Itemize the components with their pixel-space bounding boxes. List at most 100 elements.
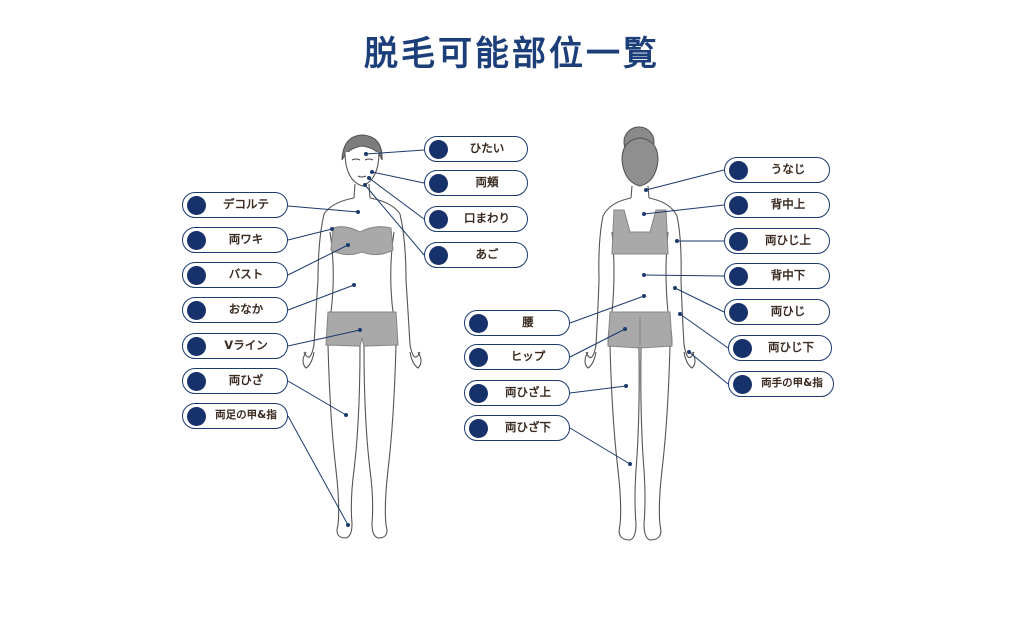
point-ryoute (687, 350, 691, 354)
label-dot (733, 374, 752, 394)
label-dot (469, 383, 488, 403)
label-dot (429, 209, 448, 229)
label-text: 両足の甲&指 (215, 409, 277, 421)
label-hippu: ヒップ (464, 344, 570, 370)
label-dot (187, 265, 206, 285)
label-text: 両ワキ (228, 232, 264, 246)
point-onaka (352, 283, 356, 287)
label-kuchimawari: 口まわり (424, 206, 528, 232)
point-hitai (364, 152, 368, 156)
leader-hippu (569, 328, 626, 358)
label-text: Vライン (224, 338, 268, 352)
label-koshi: 腰 (464, 310, 570, 336)
leader-ago (364, 184, 425, 256)
leader-ryouhizaue (569, 385, 627, 394)
point-ryouhiza (344, 413, 348, 417)
point-ryouhijishita (678, 312, 682, 316)
leader-ryouwaki (287, 228, 333, 241)
label-ryouhizashita: 両ひざ下 (464, 415, 570, 441)
label-text: 腰 (522, 315, 534, 329)
label-dot (469, 313, 488, 333)
label-text: 背中上 (770, 197, 806, 211)
label-text: 両ひざ上 (505, 385, 551, 399)
point-ryouhizaue (624, 384, 628, 388)
label-text: バスト (228, 267, 264, 281)
point-hippu (623, 327, 627, 331)
page-title: 脱毛可能部位一覧 (364, 34, 660, 74)
label-text: 両手の甲&指 (761, 377, 823, 389)
label-ago: あご (424, 242, 528, 268)
front-figure (302, 134, 422, 539)
leader-ryoute (688, 351, 729, 385)
label-hitai: ひたい (424, 136, 528, 162)
leader-senakashita (643, 274, 725, 277)
label-ryouhiza: 両ひざ (182, 368, 288, 394)
leader-hitai (365, 149, 425, 155)
label-ryouwaki: 両ワキ (182, 227, 288, 253)
label-text: 両ひじ下 (768, 340, 814, 354)
label-ryouashi: 両足の甲&指 (182, 403, 288, 429)
label-dot (729, 195, 748, 215)
leader-ryouhiji (674, 287, 725, 313)
leader-ryouhiza (287, 380, 347, 416)
label-text: 背中下 (770, 268, 806, 282)
label-senakashita: 背中下 (724, 263, 830, 289)
label-onaka: おなか (182, 297, 288, 323)
leader-onaka (287, 284, 355, 311)
label-text: 両ひじ上 (765, 233, 811, 247)
label-basuto: バスト (182, 262, 288, 288)
label-ryouhijiue: 両ひじ上 (724, 228, 830, 254)
point-vline (358, 328, 362, 332)
label-vline: Vライン (182, 333, 288, 359)
point-koshi (642, 294, 646, 298)
label-dot (187, 406, 206, 426)
label-text: おなか (228, 302, 264, 316)
point-ryouhoho (370, 170, 374, 174)
label-unaji: うなじ (724, 157, 830, 183)
label-dot (469, 418, 488, 438)
label-dot (187, 300, 206, 320)
leader-kuchimawari (368, 177, 425, 220)
leader-ryouhoho (371, 171, 425, 184)
label-dot (429, 139, 448, 159)
point-dekorute (356, 210, 360, 214)
leader-koshi (569, 295, 645, 324)
label-ryouhiji: 両ひじ (724, 299, 830, 325)
leader-ryouhizashita (569, 427, 631, 465)
label-dot (187, 195, 206, 215)
label-text: 両ひざ下 (505, 420, 551, 434)
point-ryouhizashita (628, 462, 632, 466)
label-text: 両頬 (475, 175, 499, 189)
leader-ryouhijishita (679, 313, 729, 349)
label-dot (429, 245, 448, 265)
label-ryoute: 両手の甲&指 (728, 371, 834, 397)
leader-basuto (287, 244, 349, 276)
label-text: 両ひじ (770, 304, 806, 318)
label-ryouhoho: 両頬 (424, 170, 528, 196)
label-text: 両ひざ (228, 373, 264, 387)
point-kuchimawari (367, 176, 371, 180)
leader-senakaue (643, 204, 725, 215)
point-ryouhiji (673, 286, 677, 290)
point-senakaue (642, 212, 646, 216)
label-text: ひたい (469, 141, 505, 155)
label-text: デコルテ (223, 197, 269, 211)
point-unaji (644, 188, 648, 192)
point-ago (363, 183, 367, 187)
point-senakashita (642, 273, 646, 277)
label-dot (187, 336, 206, 356)
label-text: 口まわり (464, 211, 510, 225)
point-ryouashi (346, 523, 350, 527)
point-ryouhijiue (675, 239, 679, 243)
label-senakaue: 背中上 (724, 192, 830, 218)
label-text: ヒップ (510, 349, 546, 363)
label-dot (729, 160, 748, 180)
point-basuto (346, 243, 350, 247)
label-dot (469, 347, 488, 367)
label-dot (729, 302, 748, 322)
label-dot (729, 266, 748, 286)
leader-ryouashi (287, 415, 349, 526)
label-ryouhijishita: 両ひじ下 (728, 335, 832, 361)
label-dot (187, 371, 206, 391)
